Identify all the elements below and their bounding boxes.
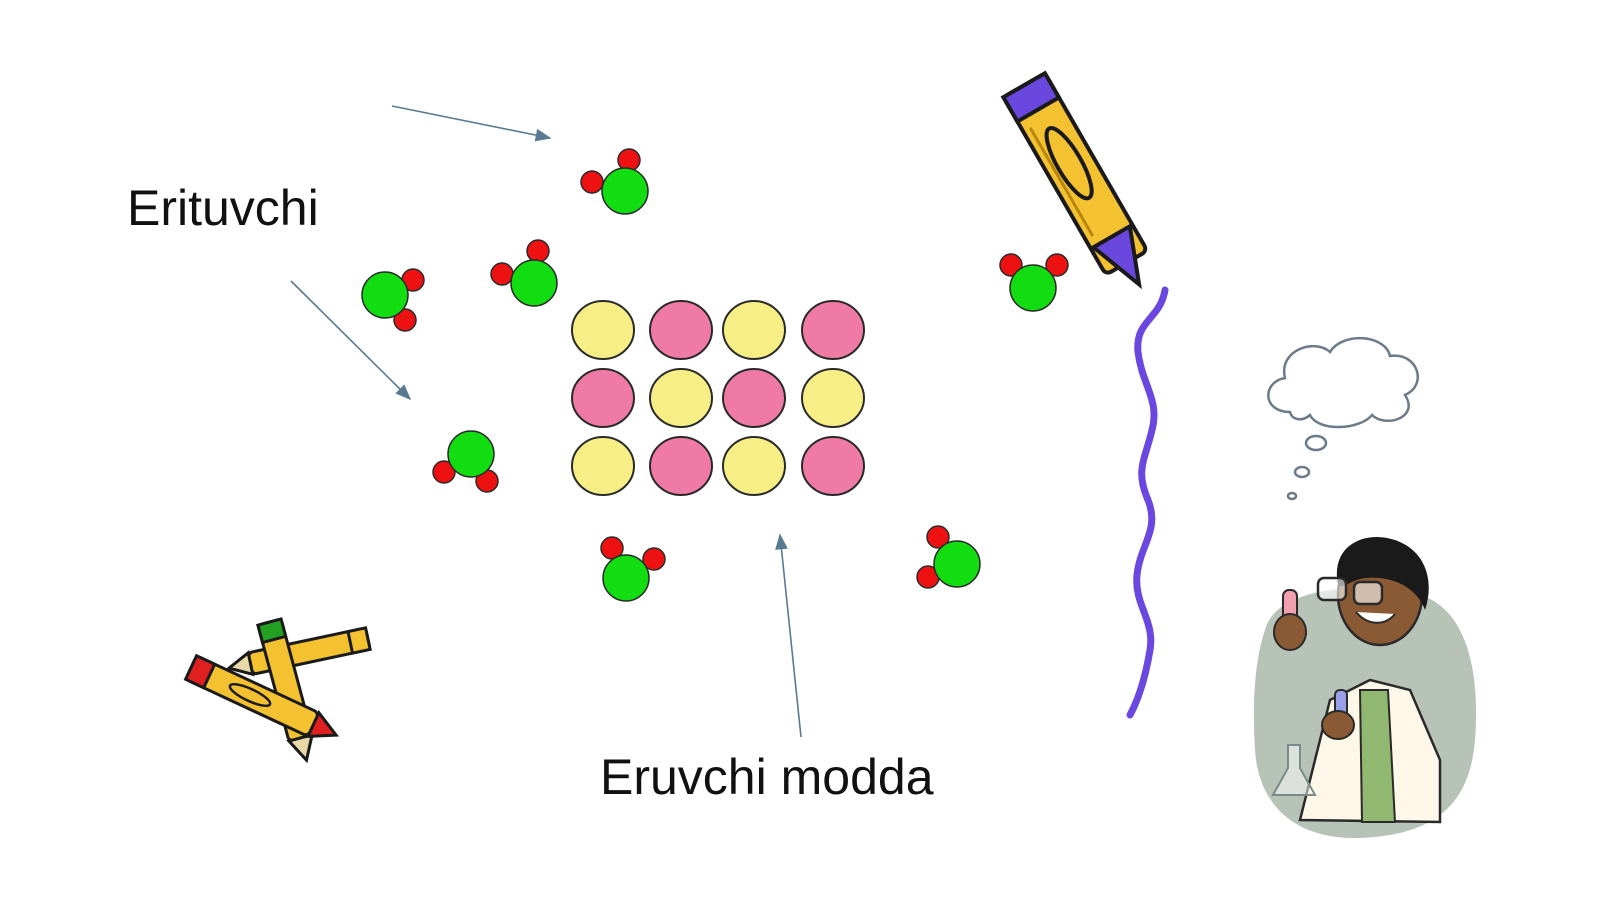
pencils-icon xyxy=(183,617,372,764)
solvent-label: Erituvchi xyxy=(127,180,319,236)
solute-particle-pink xyxy=(801,300,865,360)
arrow-solvent-top xyxy=(391,105,552,142)
solute-label: Eruvchi modda xyxy=(600,749,934,805)
solvent-molecule xyxy=(600,536,666,602)
molecule-atom xyxy=(926,525,950,549)
solute-particle-yellow xyxy=(571,300,635,360)
molecule-atom xyxy=(642,547,666,571)
thought-cloud-icon xyxy=(1267,337,1419,501)
molecule-body xyxy=(601,167,649,215)
molecule-atom xyxy=(432,460,456,484)
molecule-body xyxy=(361,271,409,319)
molecule-body xyxy=(1009,264,1057,312)
molecule-body xyxy=(447,430,495,478)
solvent-molecule xyxy=(999,253,1069,312)
solute-particle-yellow xyxy=(801,368,865,428)
arrow-solute xyxy=(775,533,802,738)
arrow-solvent-bottom xyxy=(290,280,412,401)
solvent-molecule xyxy=(361,268,425,332)
solute-particle-yellow xyxy=(722,436,786,496)
molecule-body xyxy=(933,540,981,588)
solute-particle-pink xyxy=(649,436,713,496)
molecule-atom xyxy=(490,262,514,286)
scientist-icon xyxy=(1253,537,1477,839)
molecule-body xyxy=(510,259,558,307)
molecule-atom xyxy=(999,253,1023,277)
solvent-molecule xyxy=(432,430,499,493)
solute-particle-yellow xyxy=(649,368,713,428)
solute-lattice xyxy=(571,300,865,496)
molecule-atom xyxy=(526,239,550,263)
solvent-molecules xyxy=(361,148,1069,602)
solvent-molecule xyxy=(580,148,649,215)
molecule-atom xyxy=(580,170,604,194)
solvent-molecule xyxy=(490,239,558,307)
solute-particle-pink xyxy=(571,368,635,428)
solute-particle-pink xyxy=(722,368,786,428)
molecule-body xyxy=(602,554,650,602)
solvent-molecule xyxy=(916,525,981,589)
solute-particle-pink xyxy=(801,436,865,496)
solute-particle-yellow xyxy=(722,300,786,360)
crayon-icon xyxy=(1000,70,1169,719)
crayon-scribble xyxy=(1126,286,1169,719)
molecule-atom xyxy=(393,308,417,332)
arrows xyxy=(290,105,802,738)
molecule-atom xyxy=(1045,253,1069,277)
solute-particle-yellow xyxy=(571,436,635,496)
solute-particle-pink xyxy=(649,300,713,360)
